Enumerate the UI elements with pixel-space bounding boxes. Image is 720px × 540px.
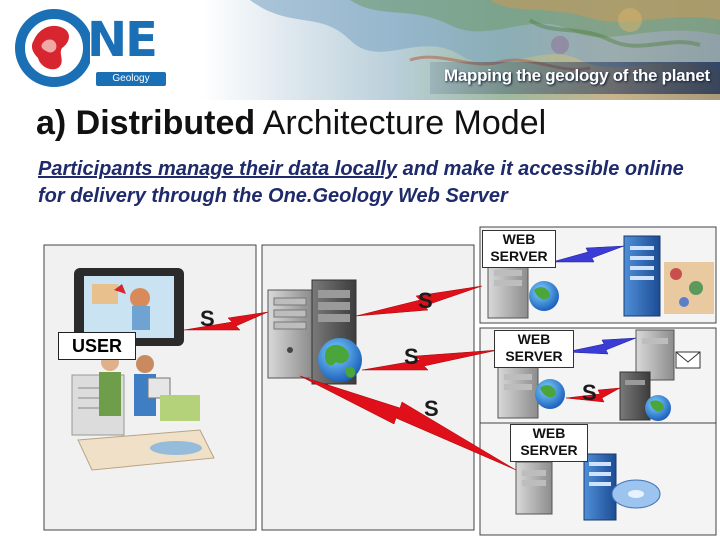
user-label: USER	[58, 332, 136, 360]
web-server-label-mid-text: WEB SERVER	[505, 331, 563, 364]
header-banner: Mapping the geology of the planet NE Geo…	[0, 0, 720, 100]
s-badge-bottom: S	[424, 396, 439, 421]
s-badge-user: S	[200, 306, 215, 331]
slide-title: a) Distributed Architecture Model	[36, 104, 546, 143]
office-workers-illustration	[71, 353, 215, 471]
logo-subtitle: Geology	[96, 72, 166, 86]
globe-o-icon	[15, 9, 93, 87]
web-server-label-bottom: WEB SERVER	[510, 424, 588, 462]
link-top-to-rack	[551, 245, 625, 263]
slide-subtitle: Participants manage their data locally a…	[38, 156, 698, 210]
subtitle-underlined: Participants manage their data locally	[38, 158, 398, 180]
monitor-illustration	[74, 268, 184, 346]
web-server-label-bottom-text: WEB SERVER	[520, 425, 578, 458]
s-badge-mid: S	[404, 344, 419, 369]
red-links	[183, 285, 621, 471]
s-badge-top: S	[418, 288, 433, 313]
web-server-label-mid: WEB SERVER	[494, 330, 574, 368]
blue-links	[551, 245, 637, 355]
title-bold: a) Distributed	[36, 104, 256, 142]
central-globe-icon	[318, 338, 362, 382]
subtitle-rest: and make it accessible online for delive…	[38, 158, 684, 207]
link-mid-to-right	[565, 387, 621, 403]
mid-web-server	[497, 329, 701, 421]
link-central-to-top	[355, 285, 483, 317]
link-central-to-bottom	[299, 375, 517, 471]
top-web-server	[487, 235, 714, 319]
bottom-web-server	[515, 453, 661, 521]
title-rest: Architecture Model	[255, 104, 547, 142]
web-server-label-top: WEB SERVER	[482, 230, 556, 268]
geology-map-background	[250, 0, 720, 71]
header-tagline: Mapping the geology of the planet	[444, 66, 710, 85]
web-server-label-top-text: WEB SERVER	[490, 231, 548, 264]
tagline-strip	[430, 62, 720, 94]
logo-word: NE	[87, 12, 158, 68]
link-user-to-central	[183, 311, 269, 331]
onegeology-logo: NE Geology	[10, 4, 170, 92]
link-mid-to-tower	[565, 337, 637, 355]
server-panel-central	[261, 244, 475, 531]
s-badge-right: S	[582, 380, 597, 405]
